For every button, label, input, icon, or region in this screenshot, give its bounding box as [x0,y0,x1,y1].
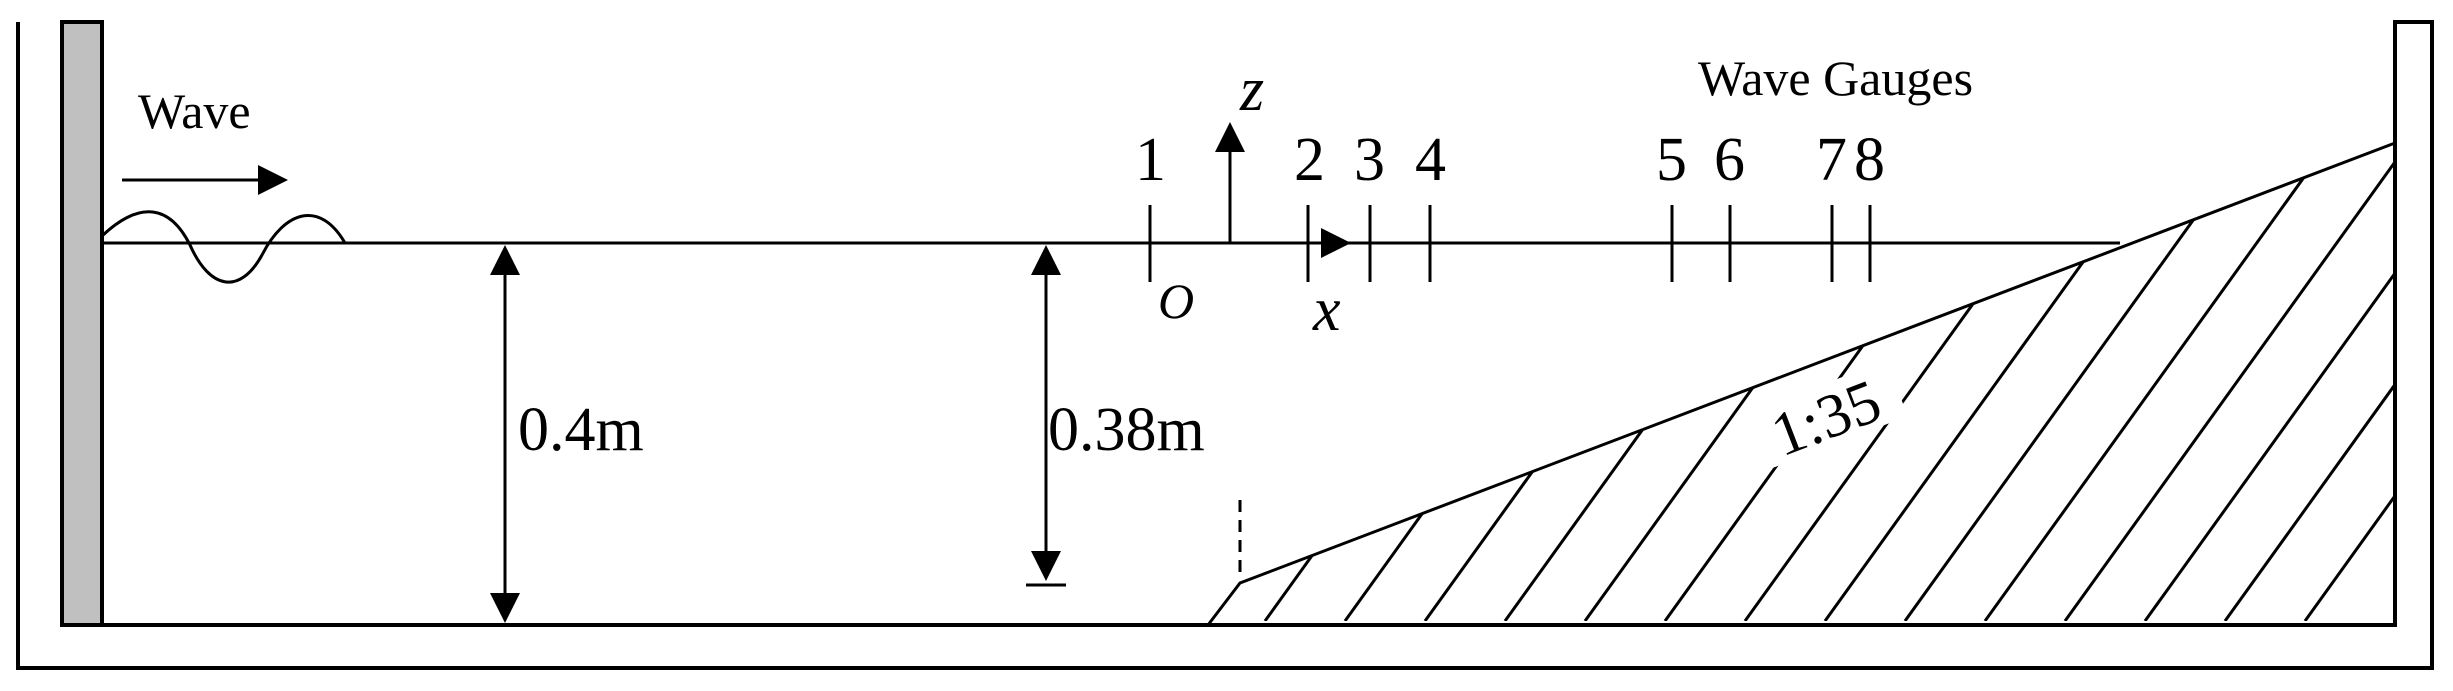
flume-tank-outline [16,20,2434,670]
wave-gauge-ticks [1148,205,1872,282]
slope-label: 1:35 [1763,367,1890,470]
gauge-number-7: 7 [1816,126,1847,194]
sloping-beach-outline [1206,141,2396,626]
gauge-number-3: 3 [1354,126,1385,194]
wave-profile-curve [100,210,347,284]
gauge-number-4: 4 [1415,126,1446,194]
gauge-number-1: 1 [1135,126,1166,194]
origin-label: O [1158,273,1194,329]
depth-left-label: 0.4m [518,396,644,464]
wave-label: Wave [138,83,251,139]
x-axis-label: x [1312,276,1341,344]
depth-right-label: 0.38m [1048,396,1205,464]
slope-label-backing [1746,360,1908,470]
gauge-number-6: 6 [1714,126,1745,194]
gauge-number-5: 5 [1656,126,1687,194]
gauge-number-2: 2 [1294,126,1325,194]
gauge-number-8: 8 [1854,126,1885,194]
z-axis-label: z [1239,56,1264,124]
wave-gauges-title: Wave Gauges [1698,50,1973,106]
wavemaker-wall [60,20,104,627]
